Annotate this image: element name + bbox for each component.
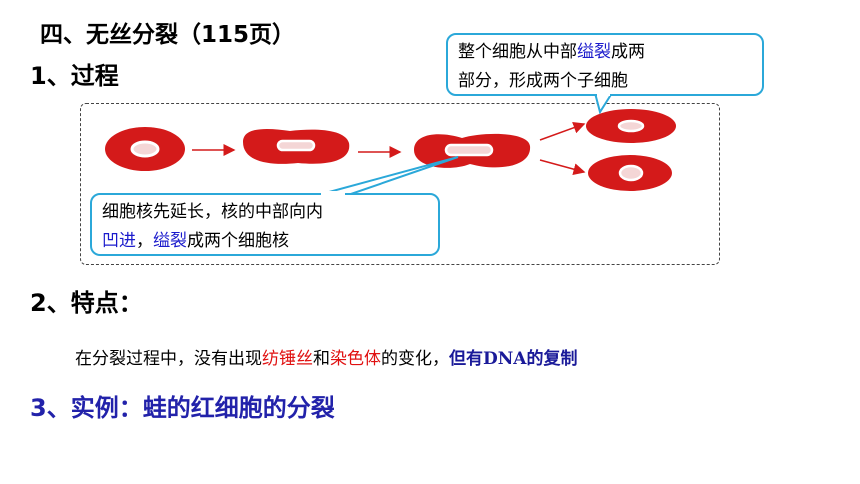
example-heading: 3、实例：蛙的红细胞的分裂 [30,394,335,422]
diagram-frame [80,103,720,265]
callout-top-highlight: 缢裂 [577,42,611,62]
cell-stage-2 [243,128,350,164]
features-and: 和 [313,349,330,369]
callout-bottom-highlight-2: 缢裂 [153,231,187,251]
features-text: 在分裂过程中，没有出现纺锤丝和染色体的变化，但有DNA的复制 [75,344,577,369]
callout-bottom-pointer [317,156,459,196]
callout-bottom-text: 成两个细胞核 [187,231,289,251]
cell-stage-1 [105,127,185,171]
features-heading: 2、特点： [30,289,143,317]
arrow-3-up [539,121,586,141]
process-heading: 1、过程 [30,62,119,90]
features-chromosome: 染色体 [330,349,381,369]
callout-top: 整个细胞从中部缢裂成两 部分，形成两个子细胞 [446,33,764,96]
callout-bottom-highlight-1: 凹进 [102,231,136,251]
callout-bottom: 细胞核先延长，核的中部向内 凹进，缢裂成两个细胞核 [90,193,440,256]
callout-top-text-end: 成两 [611,42,645,62]
features-spindle: 纺锤丝 [262,349,313,369]
callout-bottom-sep: ， [136,231,153,251]
cell-stage-3 [414,133,531,168]
callout-top-text: 整个细胞从中部 [458,42,577,62]
features-text-2: 的变化， [381,349,449,369]
callout-bottom-line1: 细胞核先延长，核的中部向内 [102,202,323,222]
callout-top-line2: 部分，形成两个子细胞 [458,71,628,91]
features-dna: 但有DNA的复制 [449,349,578,369]
section-title: 四、无丝分裂（115页） [40,22,296,48]
daughter-cell-top [586,109,676,143]
arrow-3-down [539,159,586,176]
features-text-1: 在分裂过程中，没有出现 [75,349,262,369]
daughter-cell-bottom [588,155,672,191]
